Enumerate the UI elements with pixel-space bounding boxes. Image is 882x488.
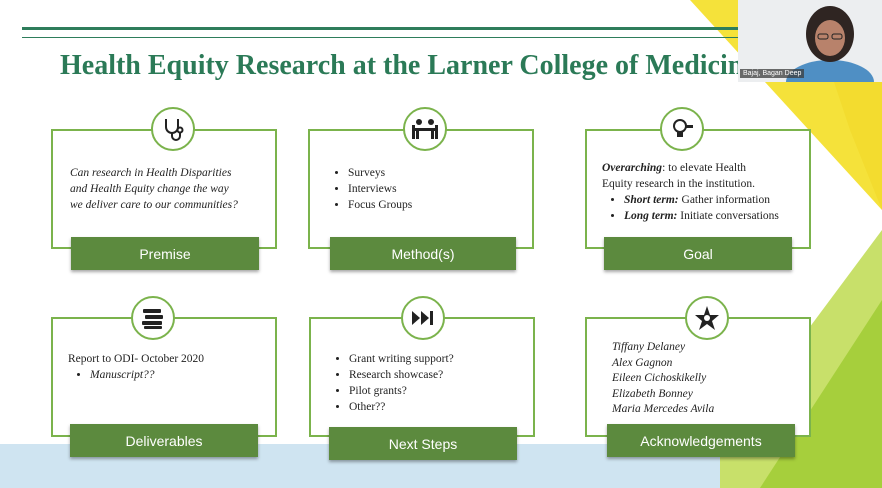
acknowledgement-name: Maria Mercedes Avila [612, 403, 715, 415]
methods-item: Focus Groups [348, 197, 522, 213]
title-rule-top [22, 27, 744, 30]
deliverables-text: Report to ODI- October 2020 Manuscript?? [68, 351, 268, 383]
premise-line-3: we deliver care to our communities? [70, 199, 238, 211]
premise-text: Can research in Health Disparities and H… [70, 165, 270, 213]
team-star-icon [685, 296, 729, 340]
methods-item: Surveys [348, 165, 522, 181]
goal-text: Overarching: to elevate Health Equity re… [602, 160, 812, 224]
fast-forward-icon [401, 296, 445, 340]
goal-short-term-label: Short term: [624, 194, 679, 206]
goal-overarching-text-2: Equity research in the institution. [602, 178, 755, 190]
webcam-video-tile[interactable]: Bajaj, Bagan Deep [738, 0, 882, 82]
next-steps-item: Research showcase? [349, 367, 523, 383]
yellow-side-shape [820, 40, 882, 210]
next-steps-text: Grant writing support? Research showcase… [323, 351, 523, 415]
acknowledgements-text: Tiffany Delaney Alex Gagnon Eileen Cicho… [612, 340, 812, 418]
acknowledgements-label: Acknowledgements [607, 424, 795, 457]
methods-text: Surveys Interviews Focus Groups [322, 165, 522, 213]
goal-long-term-text: Initiate conversations [677, 210, 779, 222]
next-steps-item: Other?? [349, 399, 523, 415]
goal-long-term-label: Long term: [624, 210, 678, 222]
slide-title: Health Equity Research at the Larner Col… [60, 50, 756, 81]
deliverables-line-1: Report to ODI- October 2020 [68, 353, 205, 365]
next-steps-item: Pilot grants? [349, 383, 523, 399]
goal-overarching-label: Overarching [602, 162, 663, 174]
webcam-participant-name: Bajaj, Bagan Deep [740, 69, 805, 78]
webcam-person-avatar [738, 0, 882, 82]
stethoscope-icon [151, 107, 195, 151]
premise-line-1: Can research in Health Disparities [70, 167, 232, 179]
meeting-icon [403, 107, 447, 151]
acknowledgement-name: Alex Gagnon [612, 356, 673, 369]
acknowledgement-name: Eileen Cichoskikelly [612, 372, 707, 384]
acknowledgement-name: Elizabeth Bonney [612, 387, 693, 400]
deliverables-label: Deliverables [70, 424, 258, 457]
deliverables-item: Manuscript?? [90, 367, 268, 383]
goal-short-term-text: Gather information [678, 194, 770, 206]
methods-item: Interviews [348, 181, 522, 197]
goal-label: Goal [604, 237, 792, 270]
books-icon [131, 296, 175, 340]
premise-line-2: and Health Equity change the way [70, 183, 229, 195]
premise-label: Premise [71, 237, 259, 270]
lightbulb-icon [660, 107, 704, 151]
next-steps-label: Next Steps [329, 427, 517, 460]
methods-label: Method(s) [330, 237, 516, 270]
next-steps-item: Grant writing support? [349, 351, 523, 367]
goal-overarching-text: : to elevate Health [662, 162, 747, 174]
title-rule-bottom [22, 37, 744, 38]
acknowledgement-name: Tiffany Delaney [612, 341, 686, 353]
